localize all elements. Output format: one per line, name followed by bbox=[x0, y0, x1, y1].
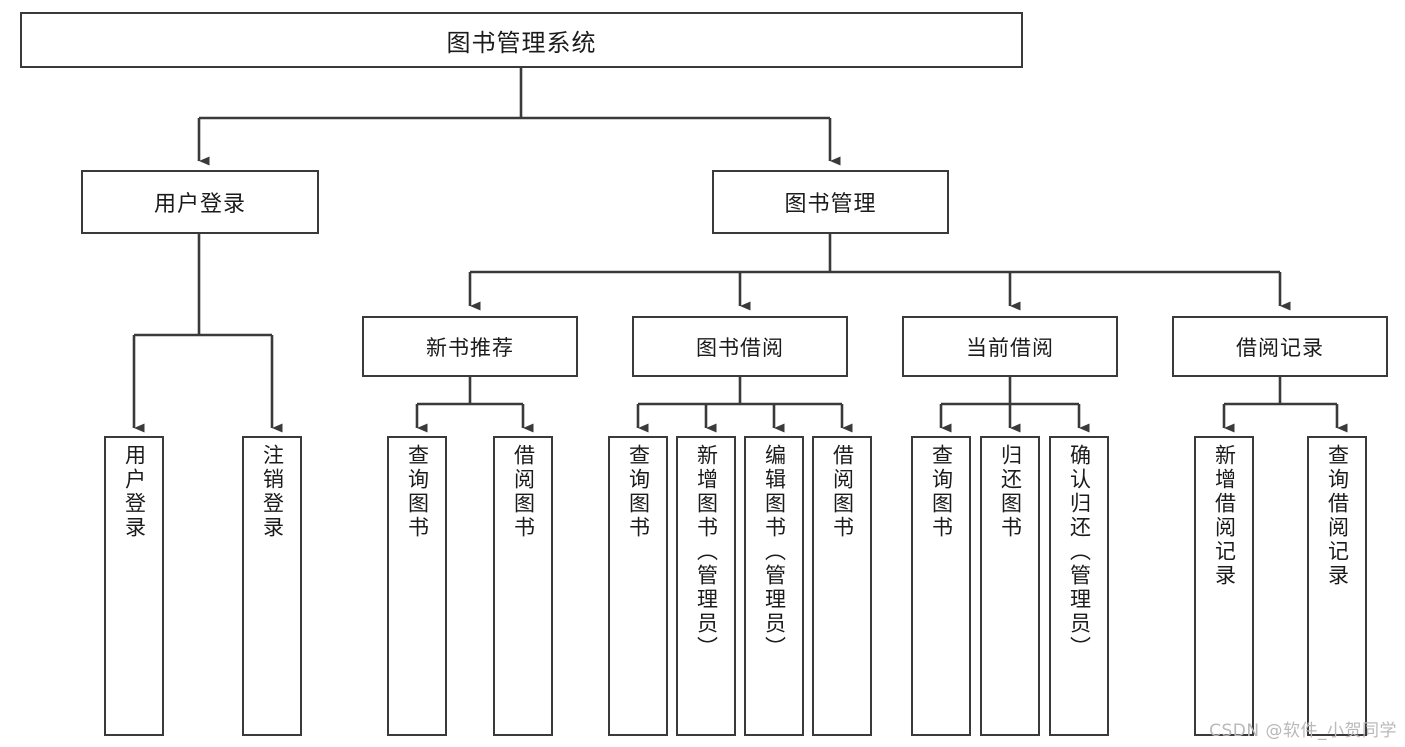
node-label: 借阅图书 bbox=[511, 444, 536, 540]
node-new-book-recommend[interactable]: 新书推荐 bbox=[362, 316, 578, 377]
node-label: 新增借阅记录 bbox=[1212, 444, 1237, 588]
node-label: 借阅记录 bbox=[1236, 335, 1324, 360]
node-label: 归还图书 bbox=[998, 444, 1023, 540]
node-leaf-add-borrow-record[interactable]: 新增借阅记录 bbox=[1194, 436, 1254, 736]
node-leaf-return-book[interactable]: 归还图书 bbox=[980, 436, 1040, 736]
node-label: 查询图书 bbox=[929, 444, 954, 540]
node-label: 编辑图书（管理员） bbox=[762, 444, 787, 660]
node-leaf-borrow-book-recommend[interactable]: 借阅图书 bbox=[493, 436, 553, 736]
node-label: 用户登录 bbox=[153, 192, 246, 217]
node-label: 新增图书（管理员） bbox=[694, 444, 719, 660]
node-label: 查询图书 bbox=[405, 444, 430, 540]
node-label: 当前借阅 bbox=[966, 335, 1054, 360]
node-book-borrow[interactable]: 图书借阅 bbox=[632, 316, 848, 377]
watermark-text: CSDN @软件_小贺同学 bbox=[1209, 721, 1397, 741]
node-root-book-management-system[interactable]: 图书管理系统 bbox=[20, 12, 1023, 68]
node-book-management[interactable]: 图书管理 bbox=[712, 170, 949, 234]
node-label: 图书管理系统 bbox=[446, 28, 597, 57]
node-leaf-edit-book-admin[interactable]: 编辑图书（管理员） bbox=[744, 436, 804, 736]
node-label: 用户登录 bbox=[122, 444, 147, 540]
node-leaf-logout[interactable]: 注销登录 bbox=[242, 436, 302, 736]
node-label: 借阅图书 bbox=[830, 444, 855, 540]
node-current-borrow[interactable]: 当前借阅 bbox=[902, 316, 1118, 377]
node-user-login[interactable]: 用户登录 bbox=[81, 170, 319, 234]
node-leaf-query-book-recommend[interactable]: 查询图书 bbox=[387, 436, 447, 736]
node-leaf-query-book-current[interactable]: 查询图书 bbox=[911, 436, 971, 736]
node-leaf-query-borrow-record[interactable]: 查询借阅记录 bbox=[1307, 436, 1367, 736]
node-label: 查询借阅记录 bbox=[1325, 444, 1350, 588]
node-label: 确认归还（管理员） bbox=[1067, 444, 1092, 660]
node-leaf-user-login[interactable]: 用户登录 bbox=[104, 436, 164, 736]
node-label: 查询图书 bbox=[626, 444, 651, 540]
node-leaf-query-book-borrow[interactable]: 查询图书 bbox=[608, 436, 668, 736]
node-leaf-confirm-return-admin[interactable]: 确认归还（管理员） bbox=[1049, 436, 1109, 736]
node-label: 图书管理 bbox=[784, 192, 877, 217]
node-leaf-borrow-book[interactable]: 借阅图书 bbox=[812, 436, 872, 736]
node-borrow-record[interactable]: 借阅记录 bbox=[1172, 316, 1388, 377]
node-label: 图书借阅 bbox=[696, 335, 784, 360]
node-label: 注销登录 bbox=[260, 444, 285, 540]
node-leaf-add-book-admin[interactable]: 新增图书（管理员） bbox=[676, 436, 736, 736]
node-label: 新书推荐 bbox=[426, 335, 514, 360]
